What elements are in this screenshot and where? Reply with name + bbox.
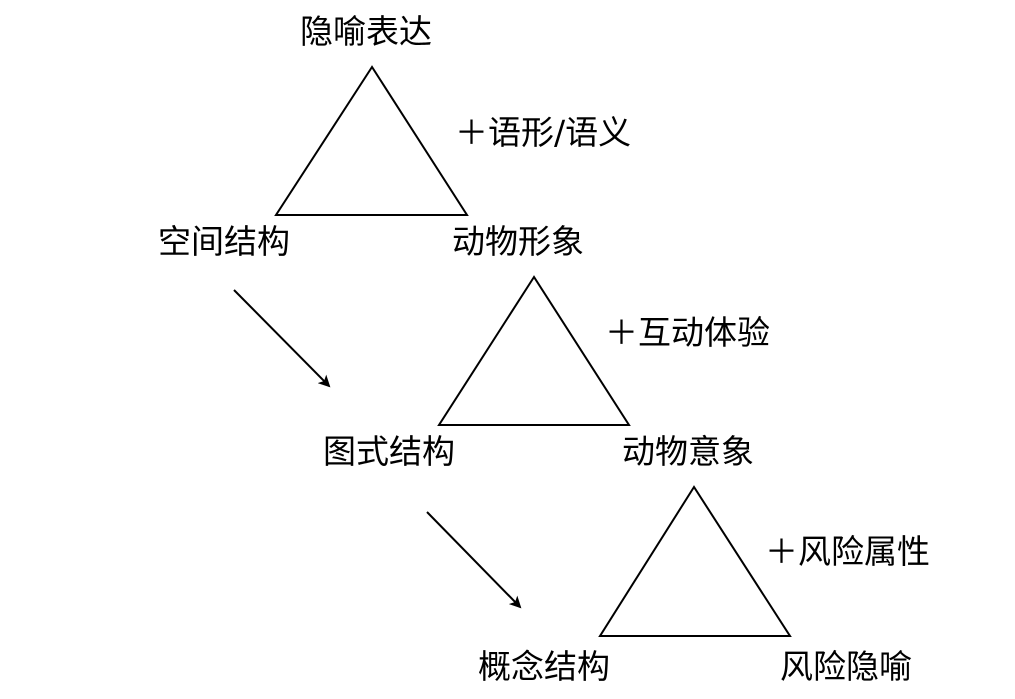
label-relation-form-meaning: ＋语形/语义 <box>455 113 632 152</box>
arrow-level-1-to-2 <box>233 289 331 388</box>
label-animal-imagery: 动物意象 <box>622 432 754 471</box>
label-metaphor-expression: 隐喻表达 <box>300 12 432 51</box>
label-spatial-structure: 空间结构 <box>158 222 290 261</box>
triangle-level-1 <box>274 65 469 216</box>
triangle-level-2 <box>437 275 631 426</box>
label-animal-image: 动物形象 <box>452 222 584 261</box>
label-conceptual-structure: 概念结构 <box>478 647 610 686</box>
label-relation-risk-attribute: ＋风险属性 <box>765 532 930 571</box>
triangle-level-3 <box>598 485 792 637</box>
label-schema-structure: 图式结构 <box>323 432 455 471</box>
label-risk-metaphor: 风险隐喻 <box>780 647 912 686</box>
label-relation-interactive-experience: ＋互动体验 <box>605 313 770 352</box>
arrow-level-2-to-3 <box>426 511 522 609</box>
